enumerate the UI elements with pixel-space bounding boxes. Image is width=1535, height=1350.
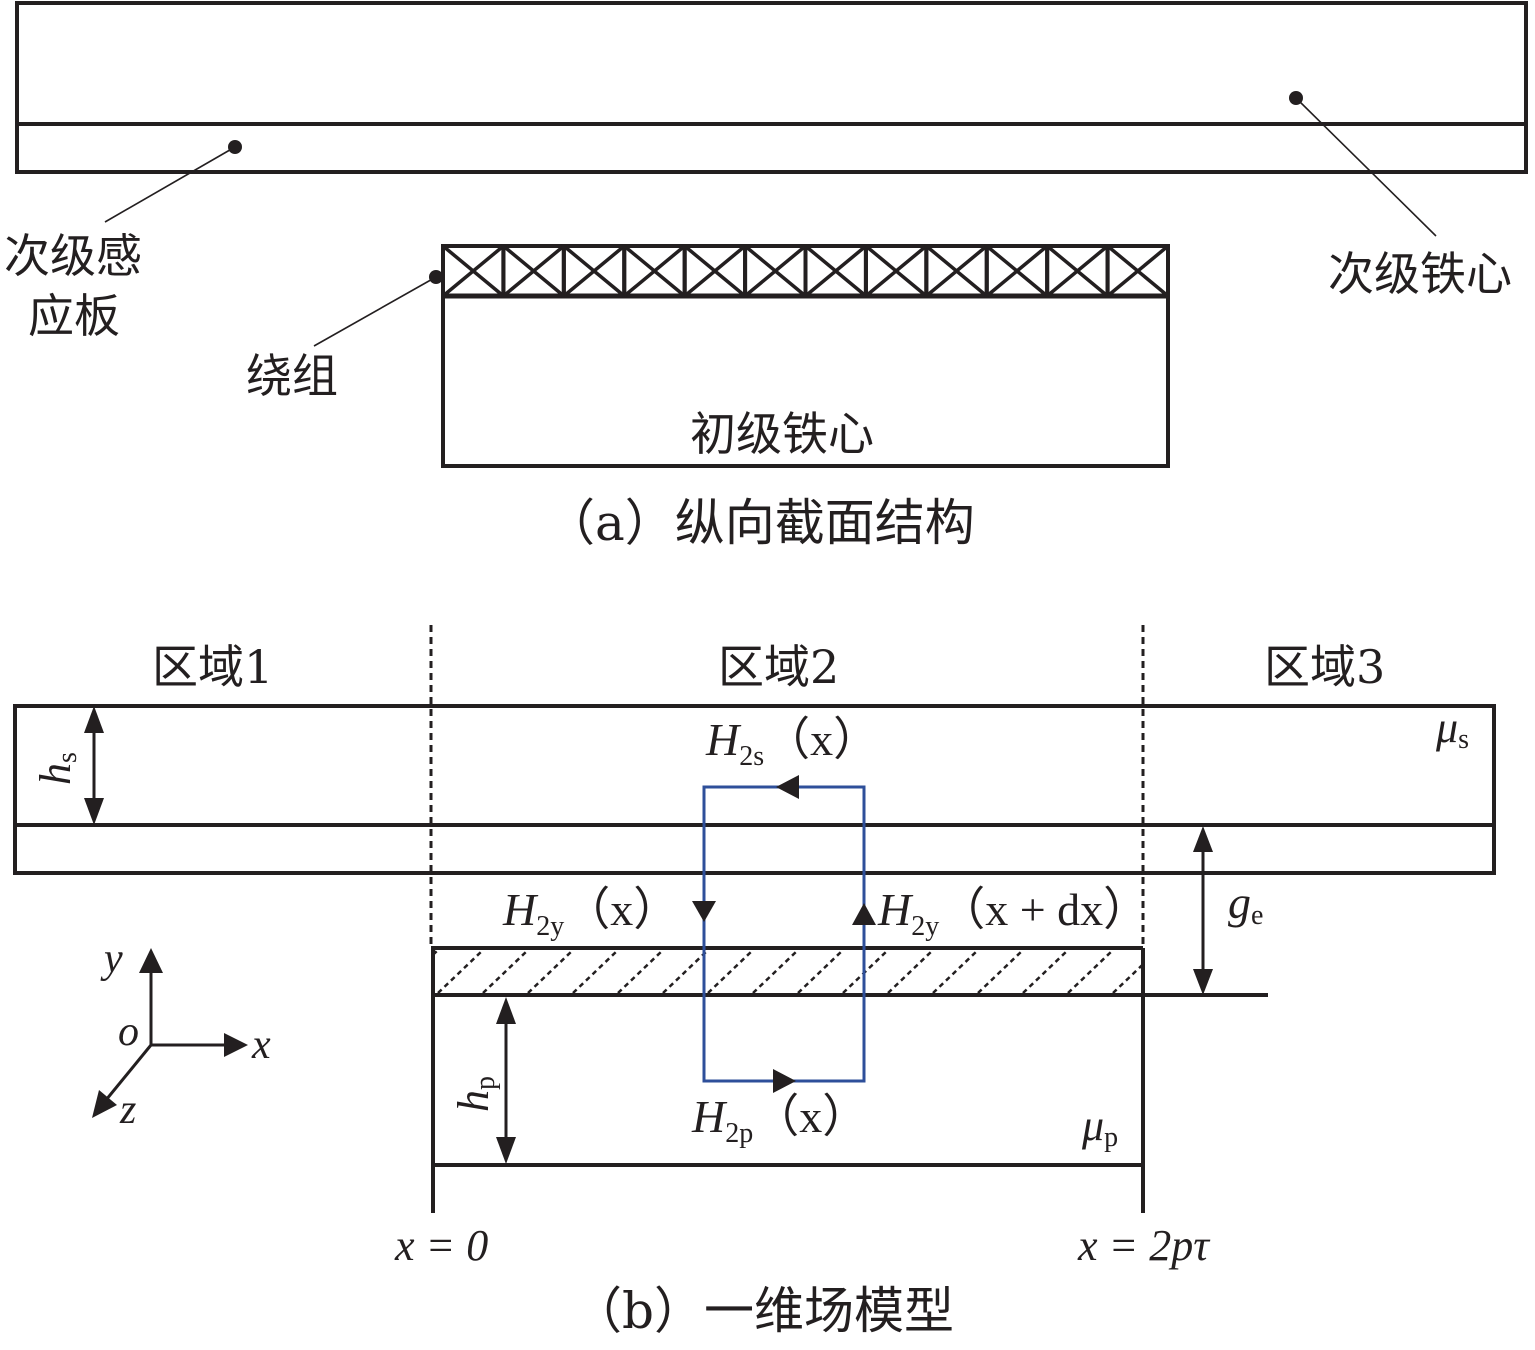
cross-conductor-icon bbox=[623, 244, 686, 298]
region-2-label: 区域2 bbox=[718, 640, 839, 694]
mu-p-symbol: μp bbox=[1081, 1101, 1118, 1153]
ge-arrow-down-icon bbox=[1193, 969, 1213, 995]
loop-arrow-up-icon bbox=[852, 903, 876, 925]
winding-slot bbox=[441, 244, 506, 298]
winding-slots bbox=[441, 244, 1171, 298]
figure-b: 区域1 区域2 区域3 hs μs ge bbox=[13, 625, 1496, 1340]
x-axis-arrow-icon bbox=[224, 1033, 248, 1057]
cross-conductor-icon bbox=[804, 244, 868, 298]
hs-arrow-down-icon bbox=[84, 798, 104, 825]
cross-conductor-icon bbox=[441, 244, 505, 298]
hatch-line bbox=[572, 949, 619, 994]
loop-arrow-right-icon bbox=[773, 1069, 796, 1093]
secondary-plate-label-line1: 次级感 bbox=[4, 229, 142, 283]
mu-s-symbol: μs bbox=[1435, 703, 1469, 755]
hatch-line bbox=[932, 949, 979, 994]
winding-slot bbox=[863, 244, 929, 298]
boundary-right-label: x = 2pτ bbox=[1077, 1221, 1211, 1270]
z-axis-line bbox=[104, 1044, 153, 1101]
winding-slot bbox=[501, 244, 566, 298]
hs-arrow-up-icon bbox=[84, 706, 104, 733]
caption-b: （b）一维场模型 bbox=[572, 1282, 954, 1340]
z-axis-arrow-icon bbox=[92, 1090, 117, 1118]
secondary-core-label: 次级铁心 bbox=[1328, 247, 1512, 301]
region-1-label: 区域1 bbox=[152, 640, 273, 694]
cross-conductor-icon bbox=[683, 244, 747, 298]
winding-slot bbox=[561, 244, 627, 298]
ge-arrow-up-icon bbox=[1193, 826, 1213, 852]
loop-arrow-left-icon bbox=[776, 775, 799, 799]
svg-text:hs: hs bbox=[31, 752, 83, 785]
secondary-plate-label-line2: 应板 bbox=[28, 289, 120, 343]
hp-arrow-down-icon bbox=[496, 1137, 516, 1164]
hatch-line bbox=[1022, 949, 1069, 994]
hatch-line bbox=[437, 949, 484, 994]
winding-slot bbox=[984, 244, 1050, 298]
cross-conductor-icon bbox=[925, 244, 988, 298]
hatch-line bbox=[797, 949, 844, 994]
cross-conductor-icon bbox=[743, 244, 807, 298]
h2s-label: H2s（x） bbox=[705, 714, 879, 772]
x-axis-label: x bbox=[251, 1022, 271, 1068]
secondary-layer-outline bbox=[13, 704, 1496, 875]
y-axis-label: y bbox=[100, 936, 123, 982]
hs-symbol: hs bbox=[31, 752, 83, 785]
primary-core-label: 初级铁心 bbox=[690, 407, 874, 461]
boundary-left-label: x = 0 bbox=[394, 1221, 488, 1270]
winding-slot bbox=[622, 244, 687, 298]
cross-conductor-icon bbox=[864, 244, 928, 298]
ge-symbol: ge bbox=[1228, 877, 1263, 931]
hatch-line bbox=[527, 949, 574, 994]
hatch-line bbox=[1112, 963, 1144, 994]
winding-slot bbox=[1045, 244, 1110, 298]
winding-slot bbox=[924, 244, 989, 298]
winding-label: 绕组 bbox=[246, 349, 338, 403]
secondary-core-outline bbox=[15, 1, 1528, 174]
winding-slot bbox=[803, 244, 868, 298]
loop-arrow-down-icon bbox=[692, 901, 716, 922]
winding-slot bbox=[682, 244, 748, 298]
winding-slot bbox=[1105, 244, 1171, 298]
secondary-plate-leader bbox=[104, 146, 236, 223]
h2y-left-label: H2y（x） bbox=[502, 884, 679, 942]
coordinate-axes: y x z o bbox=[92, 936, 271, 1133]
hatch-line bbox=[617, 949, 664, 994]
caption-a: （a）纵向截面结构 bbox=[545, 494, 975, 552]
hatch-line bbox=[707, 949, 754, 994]
hp-arrow-up-icon bbox=[496, 997, 516, 1024]
h2p-label: H2p（x） bbox=[691, 1091, 868, 1149]
y-axis-arrow-icon bbox=[139, 948, 163, 973]
secondary-core-leader bbox=[1295, 97, 1437, 237]
origin-label: o bbox=[118, 1009, 139, 1055]
region-3-label: 区域3 bbox=[1264, 640, 1385, 694]
z-axis-label: z bbox=[119, 1087, 136, 1133]
hatch-line bbox=[662, 949, 709, 994]
winding-leader bbox=[313, 276, 437, 347]
hatch-line bbox=[482, 949, 529, 994]
winding-hatch bbox=[432, 949, 1144, 994]
hatch-line bbox=[752, 949, 799, 994]
cross-conductor-icon bbox=[1046, 244, 1109, 298]
hp-symbol: hp bbox=[449, 1076, 501, 1112]
hatch-line bbox=[1067, 949, 1114, 994]
winding-slot bbox=[743, 244, 808, 298]
cross-conductor-icon bbox=[502, 244, 565, 298]
ampere-loop bbox=[702, 785, 866, 1083]
hatch-line bbox=[887, 949, 934, 994]
cross-conductor-icon bbox=[985, 244, 1049, 298]
hatch-line bbox=[977, 949, 1024, 994]
svg-text:hp: hp bbox=[449, 1076, 501, 1112]
h2y-right-label: H2y（x + dx） bbox=[877, 884, 1149, 942]
cross-conductor-icon bbox=[1106, 244, 1170, 298]
figure-a: 次级感 应板 次级铁心 初级铁心 绕组 （a）纵向截面结构 bbox=[4, 1, 1528, 552]
cross-conductor-icon bbox=[562, 244, 626, 298]
